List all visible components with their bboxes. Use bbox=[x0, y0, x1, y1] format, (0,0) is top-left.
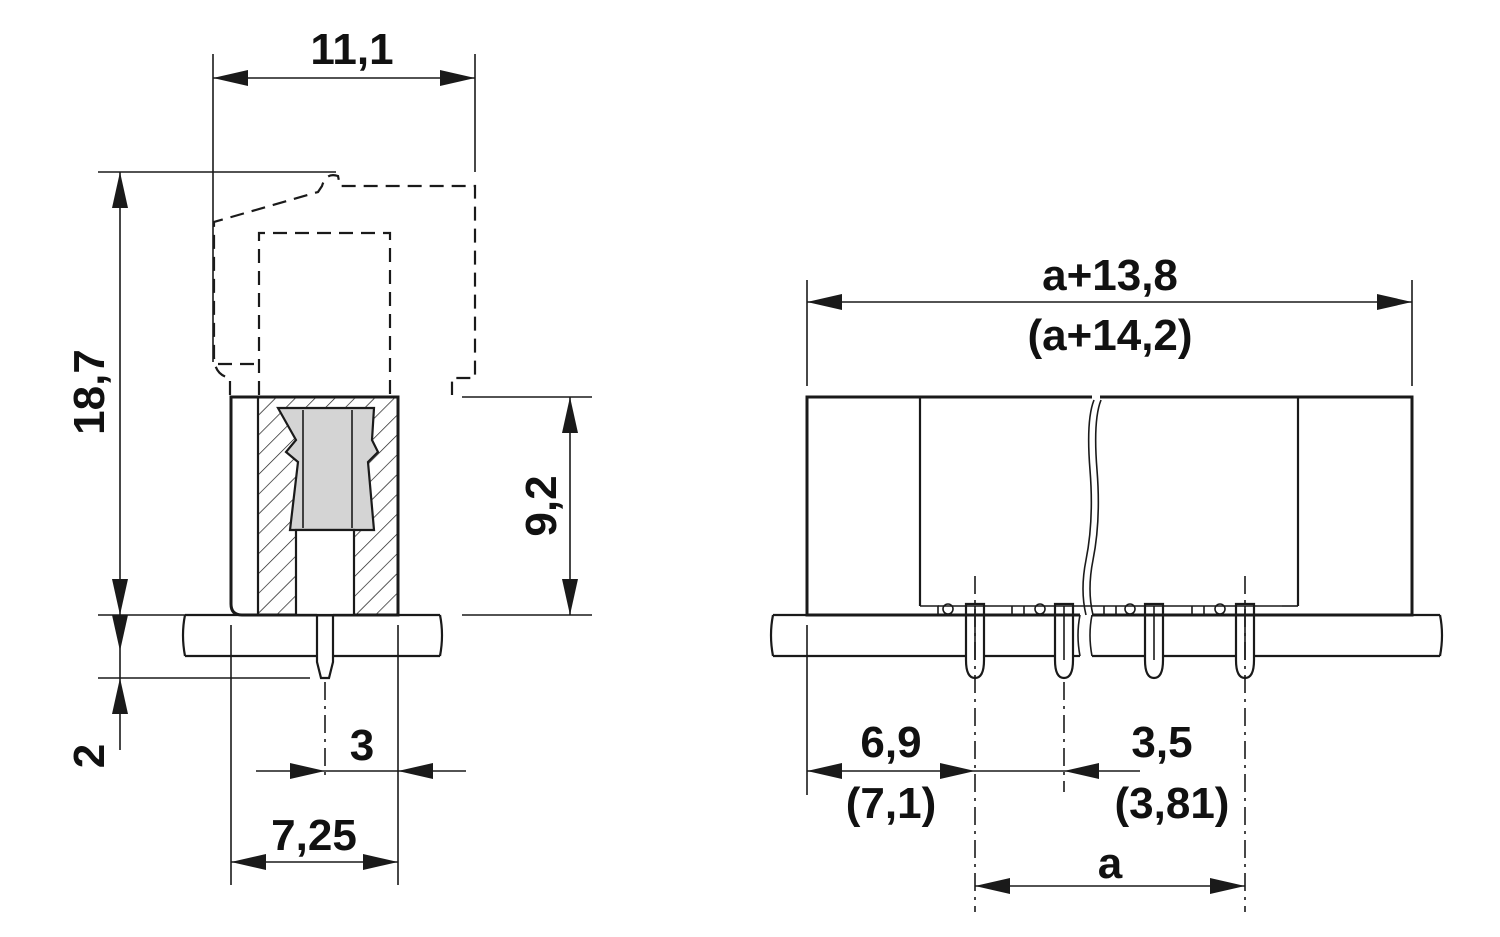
dim-side-height: 18,7 bbox=[65, 171, 336, 616]
label-total-length-alt: (a+14,2) bbox=[1027, 311, 1192, 360]
dim-span: a bbox=[975, 839, 1245, 894]
dim-pin-offset: 3 bbox=[256, 625, 466, 885]
label-base-width: 7,25 bbox=[271, 811, 357, 860]
dim-side-width: 11,1 bbox=[212, 25, 476, 362]
front-pcb bbox=[769, 613, 1444, 658]
label-total-length: a+13,8 bbox=[1042, 251, 1178, 300]
front-view: a+13,8 (a+14,2) 6,9 (7,1) 3,5 (3,81) a bbox=[769, 251, 1444, 912]
dim-base-width: 7,25 bbox=[230, 625, 398, 885]
front-pin-centerlines bbox=[974, 576, 1246, 912]
label-side-width: 11,1 bbox=[310, 25, 393, 74]
mating-plug-outline bbox=[212, 174, 477, 395]
side-pin bbox=[315, 615, 335, 680]
label-pitch: 3,5 bbox=[1131, 718, 1192, 767]
front-pin-2 bbox=[1053, 602, 1075, 680]
housing-section bbox=[229, 395, 400, 680]
dim-end-offset: 6,9 (7,1) bbox=[806, 625, 1064, 828]
label-pin-length: 2 bbox=[65, 744, 114, 768]
front-pin-3 bbox=[1143, 602, 1165, 680]
label-end-offset-alt: (7,1) bbox=[846, 779, 936, 828]
label-pitch-alt: (3,81) bbox=[1115, 779, 1230, 828]
side-pcb bbox=[181, 613, 444, 658]
dim-pin-length: 2 bbox=[65, 615, 310, 768]
label-end-offset: 6,9 bbox=[860, 718, 921, 767]
label-span: a bbox=[1098, 839, 1123, 888]
front-housing bbox=[805, 395, 1414, 617]
dim-total-length: a+13,8 (a+14,2) bbox=[806, 251, 1413, 386]
dim-pitch: 3,5 (3,81) bbox=[1064, 718, 1229, 828]
label-body-height: 9,2 bbox=[517, 475, 566, 536]
label-pin-offset: 3 bbox=[350, 721, 374, 770]
label-side-height: 18,7 bbox=[65, 349, 114, 435]
side-view: 11,1 18,7 9,2 2 bbox=[65, 25, 592, 885]
dim-body-height: 9,2 bbox=[462, 396, 592, 616]
